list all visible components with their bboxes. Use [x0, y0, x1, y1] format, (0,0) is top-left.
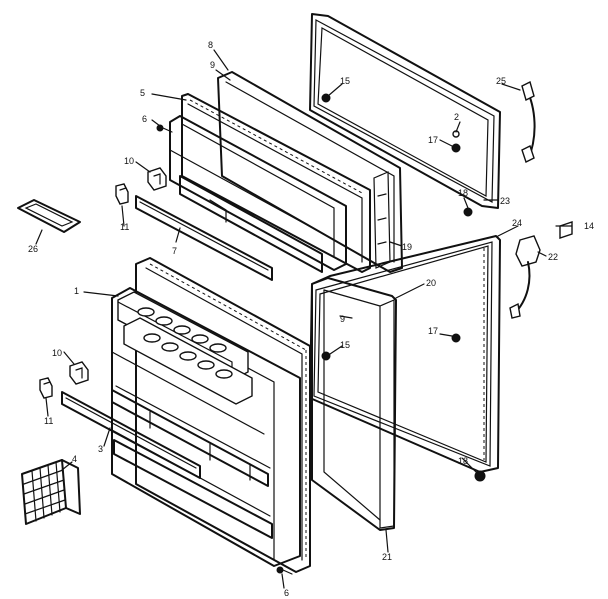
lower-handle-bracket	[509, 235, 541, 319]
callout-19: 19	[402, 242, 412, 252]
hinge-screw-upper	[451, 143, 461, 153]
callout-3: 3	[98, 444, 103, 454]
freezer-door-gasket	[309, 13, 501, 209]
freezer-door-liner	[169, 93, 371, 273]
fresh-food-door-liner	[135, 257, 311, 573]
callout-6-top: 6	[142, 114, 147, 124]
butter-tray	[17, 199, 81, 233]
callout-5: 5	[140, 88, 145, 98]
kick-plate-grille	[21, 459, 81, 525]
callout-24: 24	[512, 218, 522, 228]
callout-25: 25	[496, 76, 506, 86]
callout-10-top: 10	[124, 156, 134, 166]
callout-14: 14	[584, 221, 594, 231]
fresh-food-liner-body	[111, 287, 301, 567]
callout-8: 8	[208, 40, 213, 50]
upper-retainer-clip	[147, 167, 167, 191]
callout-10-bottom: 10	[52, 348, 62, 358]
freezer-shelf-rail	[135, 195, 273, 281]
door-stop-lower	[474, 470, 486, 482]
lower-retainer-clip	[69, 361, 89, 385]
callout-4: 4	[72, 454, 77, 464]
callout-15-top: 15	[340, 76, 350, 86]
freezer-door-handle	[521, 80, 536, 163]
fresh-food-shelf-rail	[61, 391, 201, 479]
fresh-food-door-gasket	[309, 235, 501, 473]
callout-7: 7	[172, 246, 177, 256]
callout-18-bottom: 18	[458, 456, 468, 466]
callout-11-bottom: 11	[44, 416, 53, 426]
callout-6-bottom: 6	[284, 588, 289, 598]
callout-23: 23	[500, 196, 510, 206]
callout-9-top: 9	[210, 60, 215, 70]
callout-1: 1	[74, 286, 79, 296]
screw-top	[156, 124, 173, 133]
callout-22: 22	[548, 252, 558, 262]
callout-21: 21	[382, 552, 392, 562]
hinge-screw-lower	[451, 333, 461, 343]
callout-11-top: 11	[120, 222, 129, 232]
callouts: 8 9 5 6 10 11 7 15 2 17 18 25 23 24 19 1…	[28, 40, 594, 598]
callout-15-bottom: 15	[340, 340, 350, 350]
upper-end-cap	[115, 183, 129, 205]
callout-20: 20	[426, 278, 436, 288]
lower-end-cap	[39, 377, 53, 399]
leader-lines	[35, 49, 573, 589]
trim-plate	[559, 221, 573, 239]
fresh-food-door-panel	[311, 277, 397, 531]
callout-17-top: 17	[428, 135, 438, 145]
door-stop-upper	[463, 207, 473, 217]
callout-2: 2	[454, 112, 459, 122]
screw-bottom	[276, 566, 293, 575]
callout-17-bottom: 17	[428, 326, 438, 336]
gasket-screw-lower	[321, 351, 331, 361]
callout-26: 26	[28, 244, 38, 254]
callout-9-mid: 9	[340, 314, 345, 324]
callout-18-top: 18	[458, 188, 468, 198]
